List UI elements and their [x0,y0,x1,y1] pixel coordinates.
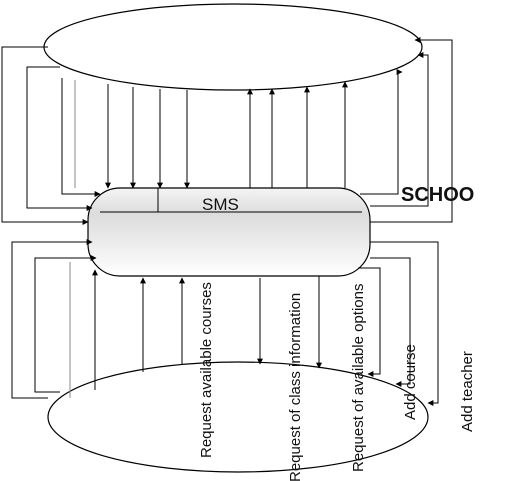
flow-right-outer-2 [370,52,429,207]
flow-label-request-available-courses: Request available courses [198,282,215,458]
flow-left-outer-1 [1,46,89,225]
bottom-entity-ellipse [47,361,429,473]
flow-left-outer-2 [26,66,93,211]
flow-lower-left-inner [34,255,97,393]
flow-right-inner [360,69,403,195]
flow-lower-left-outer [11,239,93,399]
top-entity-ellipse [43,3,423,91]
flow-lower-right-outer [370,241,439,406]
flow-label-add-course: Add course [402,344,419,420]
flow-label-request-available-options: Request of available options [350,284,367,472]
flow-label-request-class-information: Request of class information [287,293,304,481]
flow-right-outer-1 [370,37,453,223]
flow-lower-right-mid [370,257,411,387]
process-label: SMS [202,195,239,214]
flow-left-inner [61,78,101,197]
flow-label-add-teacher: Add teacher [459,351,476,432]
flow-lower-right-inner [358,267,381,377]
external-entity-label: SCHOO [401,184,474,206]
